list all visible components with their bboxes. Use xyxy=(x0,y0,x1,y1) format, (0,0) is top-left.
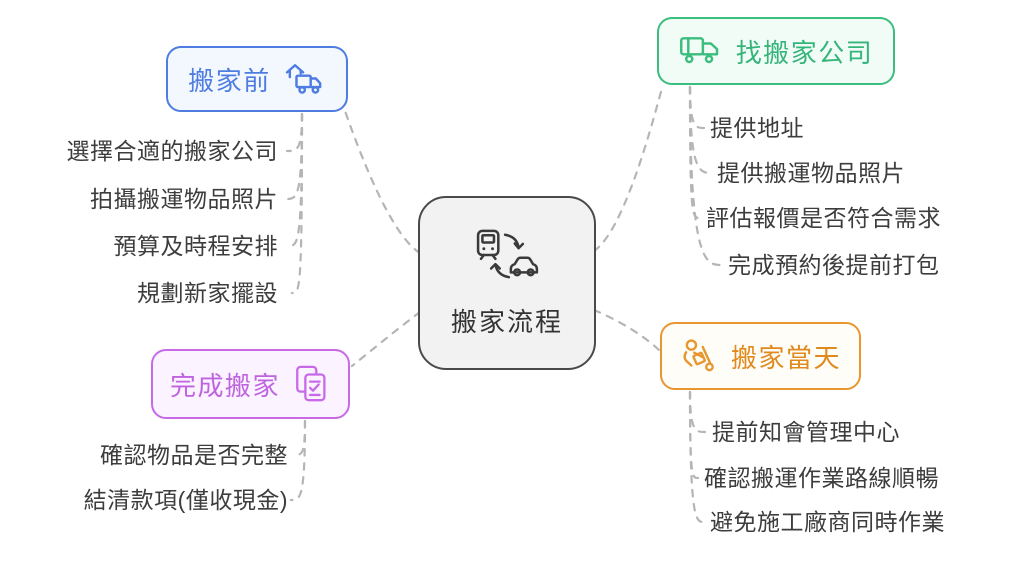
leaf-item: 規劃新家擺設 xyxy=(137,280,278,306)
connector-day xyxy=(592,308,707,524)
branch-label: 完成搬家 xyxy=(169,370,280,401)
leaf-item: 確認搬運作業路線順暢 xyxy=(704,465,939,491)
leaf-item: 提供搬運物品照片 xyxy=(717,160,905,186)
connector-finish xyxy=(289,310,422,502)
documents-check-icon xyxy=(293,364,331,404)
leaf-item: 確認物品是否完整 xyxy=(100,442,288,468)
leaf-item: 避免施工廠商同時作業 xyxy=(710,509,945,535)
branch-node-find-company[interactable]: 找搬家公司 xyxy=(657,17,895,85)
connector-company xyxy=(592,85,724,267)
connector-before xyxy=(284,106,422,295)
branch-label: 找搬家公司 xyxy=(735,37,874,68)
leaf-item: 完成預約後提前打包 xyxy=(728,252,940,278)
branch-node-moving-day[interactable]: 搬家當天 xyxy=(660,322,861,390)
leaf-item: 評估報價是否符合需求 xyxy=(706,205,941,231)
branch-node-finish-moving[interactable]: 完成搬家 xyxy=(151,349,350,419)
moving-truck-house-icon xyxy=(284,61,326,97)
branch-label: 搬家前 xyxy=(188,65,271,96)
root-label: 搬家流程 xyxy=(450,306,563,337)
leaf-item: 拍攝搬運物品照片 xyxy=(90,186,278,212)
leaf-item: 預算及時程安排 xyxy=(113,233,278,259)
leaf-item: 結清款項(僅收現金) xyxy=(83,487,288,513)
branch-node-before-moving[interactable]: 搬家前 xyxy=(166,46,348,112)
vehicle-transfer-icon xyxy=(475,228,539,289)
person-cart-icon xyxy=(680,337,718,375)
leaf-item: 提前知會管理中心 xyxy=(712,419,900,445)
leaf-item: 選擇合適的搬家公司 xyxy=(66,138,278,164)
delivery-truck-icon xyxy=(679,35,723,67)
root-node[interactable]: 搬家流程 xyxy=(418,196,596,370)
branch-label: 搬家當天 xyxy=(730,342,841,373)
leaf-item: 提供地址 xyxy=(710,115,804,141)
